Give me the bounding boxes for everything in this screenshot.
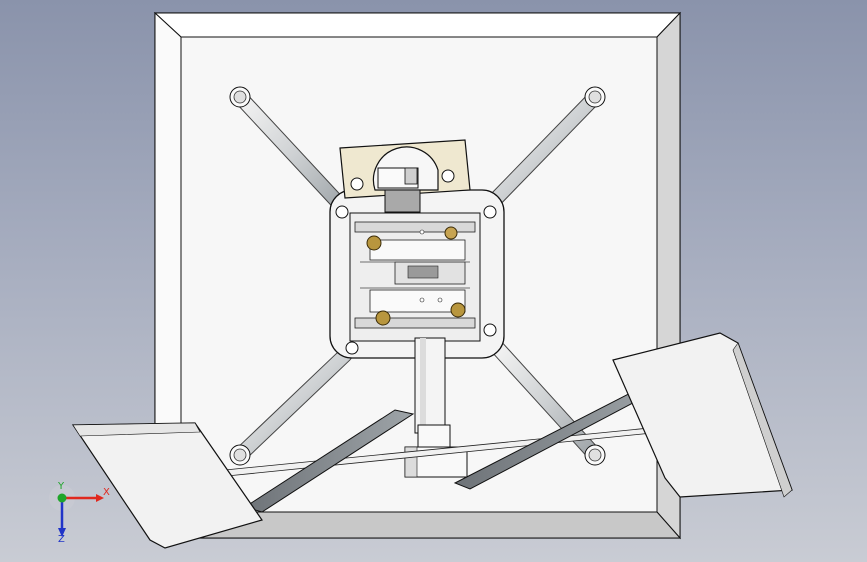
central-hub [329, 189, 505, 359]
coordinate-triad-icon: X Y Z [49, 482, 110, 542]
rotor-blades [243, 382, 667, 513]
y-axis-label: Y [57, 482, 65, 492]
x-axis-label: X [103, 487, 110, 498]
z-axis-label: Z [58, 534, 65, 542]
right-wing-panel [612, 332, 793, 498]
y-axis-icon [57, 493, 67, 503]
left-wing-panel [71, 422, 263, 549]
motor-bracket [339, 139, 471, 213]
